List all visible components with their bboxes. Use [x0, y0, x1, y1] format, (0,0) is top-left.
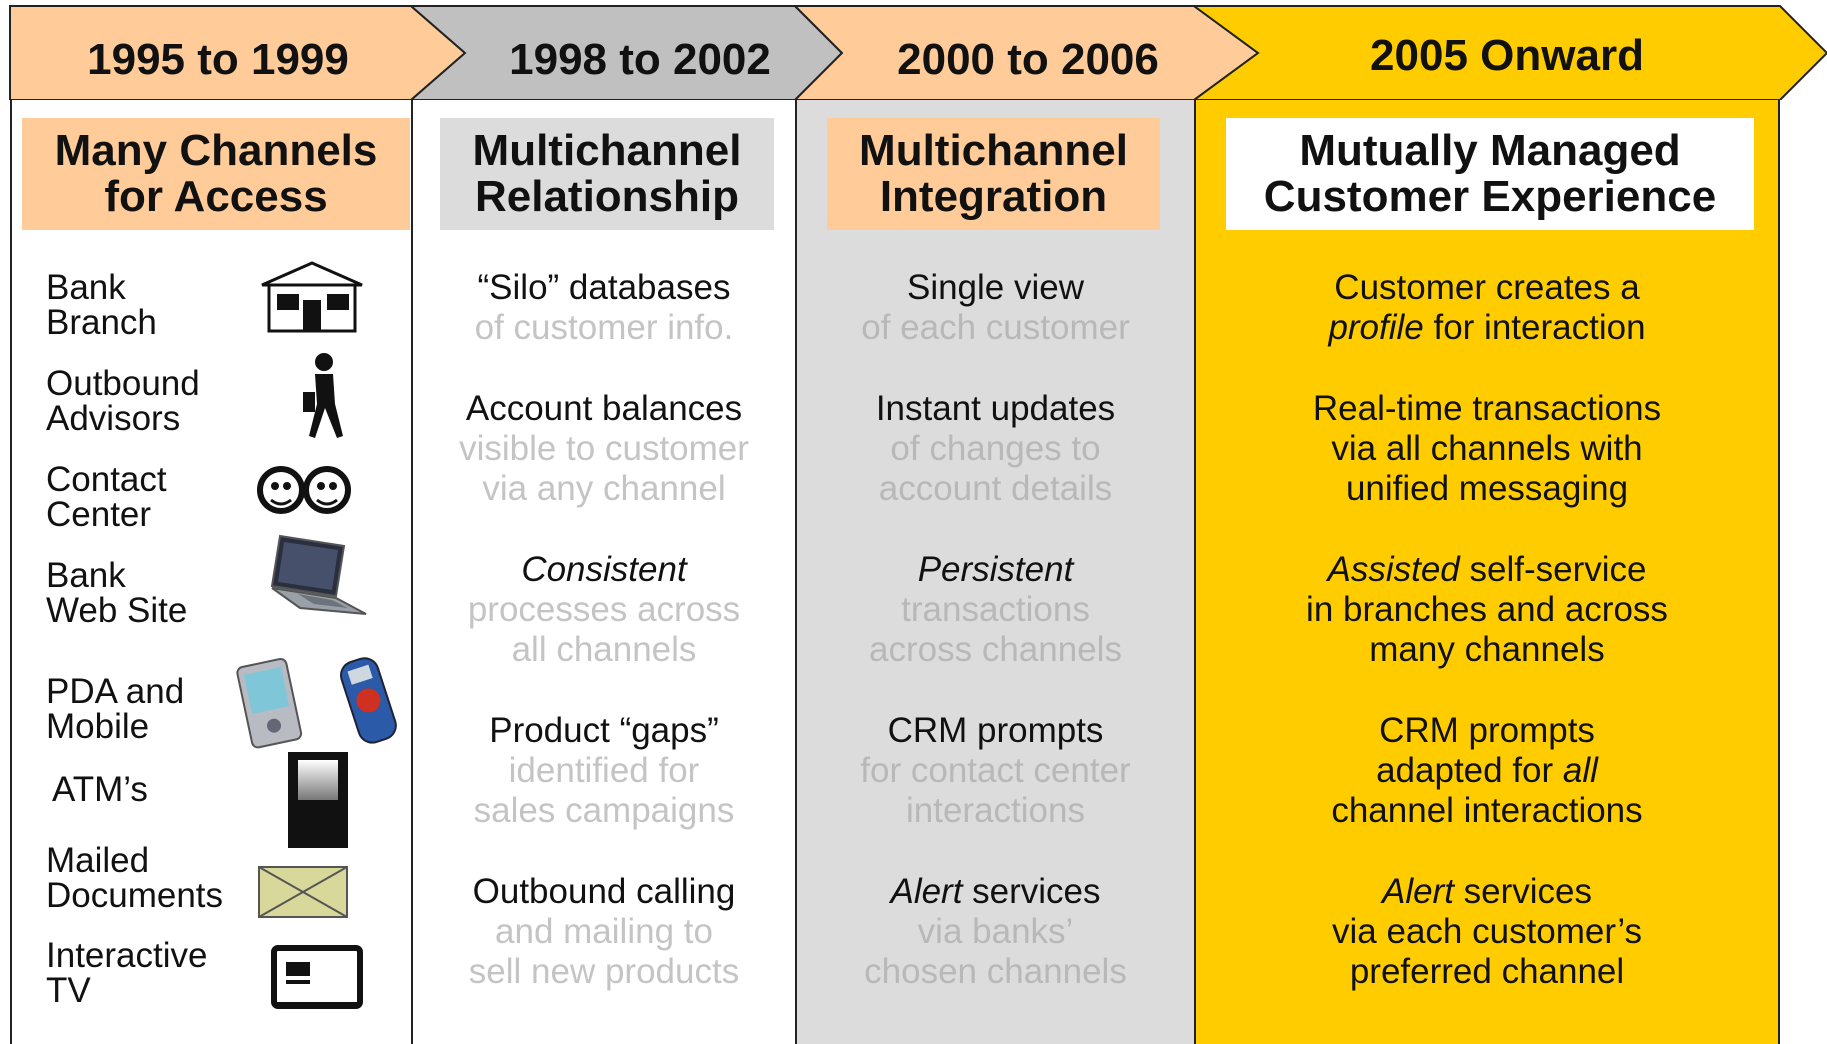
phase-arrow-band: 1995 to 1999 1998 to 2002 2000 to 2006 2…	[9, 5, 1827, 100]
bank-branch-icon	[261, 261, 363, 333]
list-item: Customer creates a profile for interacti…	[1328, 268, 1646, 347]
headset-agents-icon	[257, 466, 351, 514]
list-item: Alert services via banks’ chosen channel…	[864, 872, 1127, 991]
title-line: Many Channels	[54, 126, 378, 175]
phase-label-1: 1998 to 2002	[509, 35, 771, 84]
list-item: Consistent processes across all channels	[467, 550, 741, 669]
title-line: Multichannel	[859, 126, 1128, 175]
list-item: “Silo” databases of customer info.	[474, 268, 734, 347]
list-item: Product “gaps” identified for sales camp…	[473, 711, 735, 830]
title-line: for Access	[104, 172, 328, 221]
list-item: CRM prompts adapted for all channel inte…	[1331, 711, 1643, 830]
list-item: Alert services via each customer’s prefe…	[1332, 872, 1642, 991]
tv-icon	[271, 945, 363, 1009]
list-item: CRM prompts for contact center interacti…	[860, 711, 1131, 830]
list-item: Persistent transactions across channels	[869, 550, 1122, 669]
title-line: Mutually Managed	[1299, 126, 1681, 175]
phase-label-2: 2000 to 2006	[897, 35, 1159, 84]
list-item: Single view of each customer	[861, 268, 1130, 347]
phase-label-0: 1995 to 1999	[87, 35, 349, 84]
walking-person-icon	[303, 353, 343, 438]
atm-icon	[288, 752, 348, 848]
phase-arrow-3	[1190, 5, 1827, 100]
title-line: Integration	[879, 172, 1108, 221]
channel-label-atms: ATM’s	[52, 770, 148, 809]
title-line: Relationship	[474, 172, 740, 221]
list-item: Account balances visible to customer via…	[459, 389, 749, 508]
envelope-icon	[258, 866, 348, 918]
phase-label-3: 2005 Onward	[1370, 31, 1644, 80]
pda-mobile-icon	[236, 657, 397, 749]
list-item: Outbound calling and mailing to sell new…	[468, 872, 740, 991]
title-line: Multichannel	[472, 126, 742, 175]
list-item: Instant updates of changes to account de…	[875, 389, 1116, 508]
list-item: Assisted self-service in branches and ac…	[1306, 550, 1668, 669]
laptop-icon	[270, 534, 367, 615]
list-item: Real-time transactions via all channels …	[1312, 389, 1662, 508]
title-line: Customer Experience	[1263, 172, 1717, 221]
